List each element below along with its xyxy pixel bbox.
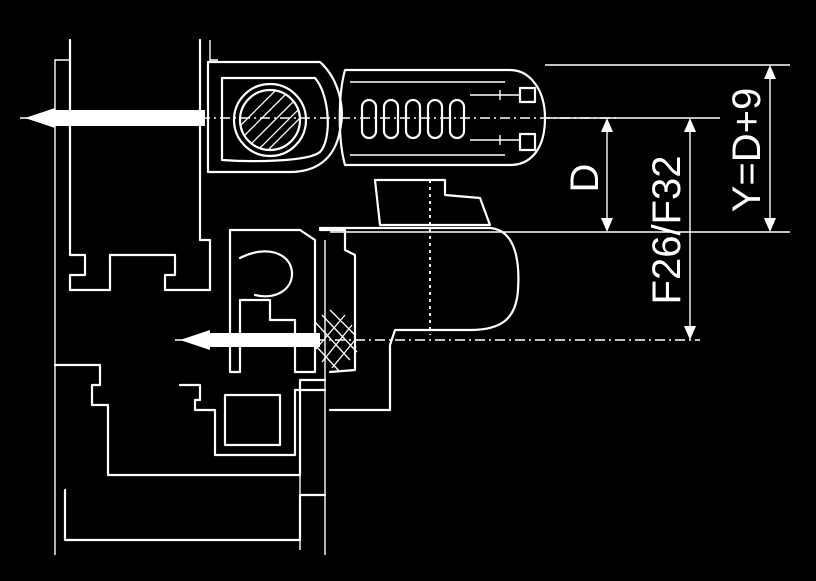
dimension-lines: [330, 64, 790, 340]
hinge-body: [338, 68, 547, 167]
clamp-knob: [206, 60, 343, 174]
lower-drill: [175, 309, 700, 373]
dimension-d-label: D: [563, 164, 607, 193]
dimension-y-label: Y=D+9: [725, 88, 769, 213]
dimension-f-label: F26/F32: [645, 156, 689, 305]
hinge-arm: [318, 178, 520, 412]
frame-profile: [53, 38, 327, 555]
upper-drill: [20, 108, 620, 128]
